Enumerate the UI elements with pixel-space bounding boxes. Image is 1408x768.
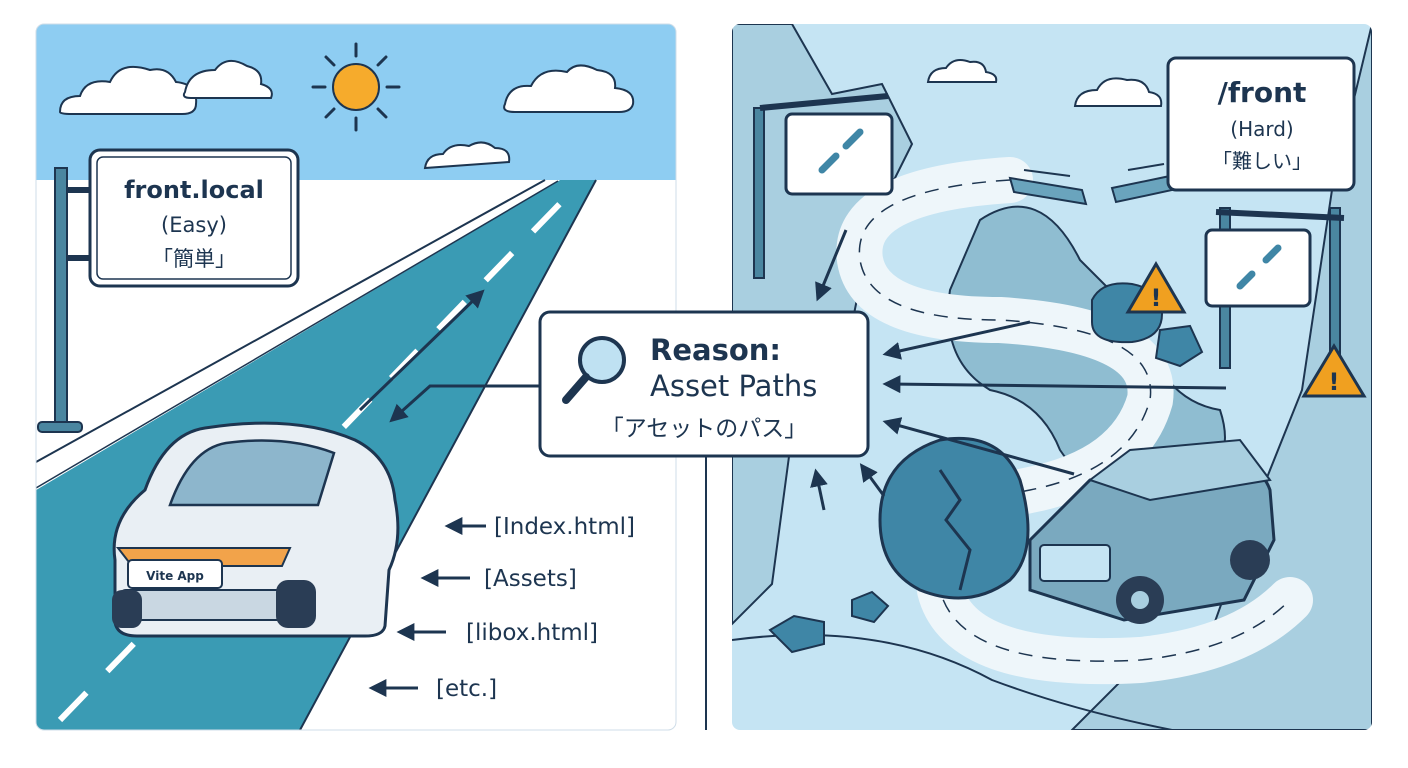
cloud-icon [58, 59, 635, 170]
arrow-icon [882, 417, 1075, 476]
hard-sign-level: (Hard) [1230, 117, 1293, 141]
boulder [768, 282, 1204, 654]
broken-link-icon [818, 128, 1282, 290]
sun-icon [311, 42, 401, 132]
hard-sign-path: /front [1218, 76, 1307, 109]
hard-sign-japanese: 「難しい」 [1212, 149, 1312, 173]
easy-sign-japanese: 「簡単」 [152, 247, 236, 271]
file-list-item: [libox.html] [466, 620, 598, 646]
cloud-icon [926, 59, 1163, 107]
file-list-item: [Index.html] [494, 514, 635, 540]
broken-link-sign [753, 93, 1345, 369]
arrow-icon [882, 320, 1031, 360]
reason-japanese: 「アセットのパス」 [601, 416, 808, 442]
arrow-icon [859, 463, 886, 497]
suv [1028, 438, 1276, 624]
car-plate: Vite App [146, 569, 204, 583]
reason-subject: Asset Paths [650, 369, 817, 403]
arrow-icon [810, 468, 828, 511]
file-list-item: [Assets] [484, 566, 577, 592]
arrow-icon [882, 375, 1227, 394]
easy-sign-level: (Easy) [161, 213, 227, 237]
reason-title: Reason: [650, 333, 781, 367]
file-list: [Index.html] [Assets] [libox.html] [etc.… [368, 514, 635, 702]
easy-sign-domain: front.local [124, 176, 264, 204]
easy-sign [37, 148, 300, 433]
arrow-icon [815, 229, 848, 302]
warning-icon: ! ! [1125, 261, 1367, 398]
arrow-icon [358, 289, 485, 412]
hard-sign [1166, 56, 1356, 192]
magnifier-icon [562, 336, 626, 404]
file-list-item: [etc.] [436, 676, 497, 702]
arrow-icon [389, 384, 540, 423]
car [112, 421, 400, 638]
svg-text:!: ! [1151, 284, 1162, 312]
svg-text:!: ! [1329, 368, 1340, 396]
reason-box [538, 310, 870, 458]
